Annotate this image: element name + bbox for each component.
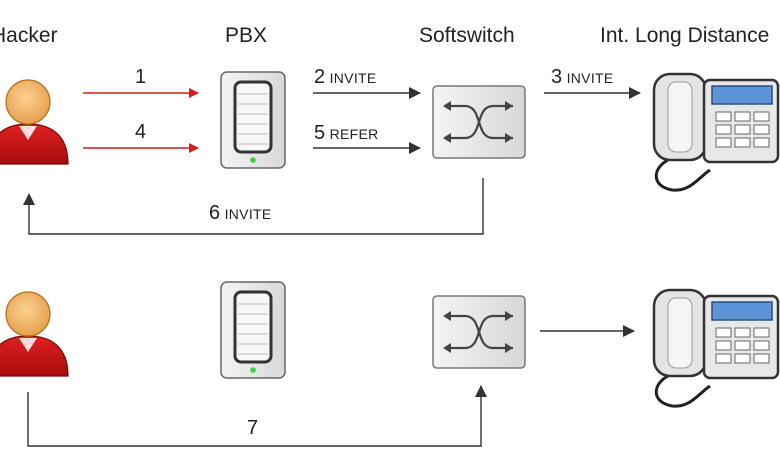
step-1-number: 1 (135, 66, 147, 88)
step-3-text: INVITE (566, 70, 614, 86)
step-7-number: 7 (247, 417, 259, 439)
pbx-icon-bottom (219, 280, 287, 380)
hacker-icon-bottom (0, 291, 69, 377)
header-pbx: PBX (225, 24, 268, 47)
step-5-number: 5 (314, 122, 326, 144)
step-6-text: INVITE (224, 206, 272, 222)
step-3-label: 3 INVITE (551, 67, 614, 87)
phone-icon-bottom (652, 288, 780, 408)
header-hacker: Hacker (0, 24, 58, 47)
step-4-number: 4 (135, 121, 147, 143)
step-2-text: INVITE (329, 70, 377, 86)
header-long-distance: Int. Long Distance (600, 24, 770, 47)
arrow-step-6 (23, 178, 484, 235)
pbx-icon-top (219, 70, 287, 170)
softswitch-icon-bottom (431, 294, 527, 370)
header-softswitch: Softswitch (419, 24, 515, 47)
step-5-label: 5 REFER (314, 123, 379, 143)
step-6-label: 6 INVITE (209, 203, 272, 223)
step-6-number: 6 (209, 202, 221, 224)
phone-icon-top (652, 72, 780, 192)
step-5-text: REFER (329, 126, 379, 142)
step-3-number: 3 (551, 66, 563, 88)
hacker-icon-top (0, 79, 69, 165)
softswitch-icon-top (431, 84, 527, 160)
step-2-number: 2 (314, 66, 326, 88)
step-2-label: 2 INVITE (314, 67, 377, 87)
arrow-step-7 (27, 385, 487, 447)
